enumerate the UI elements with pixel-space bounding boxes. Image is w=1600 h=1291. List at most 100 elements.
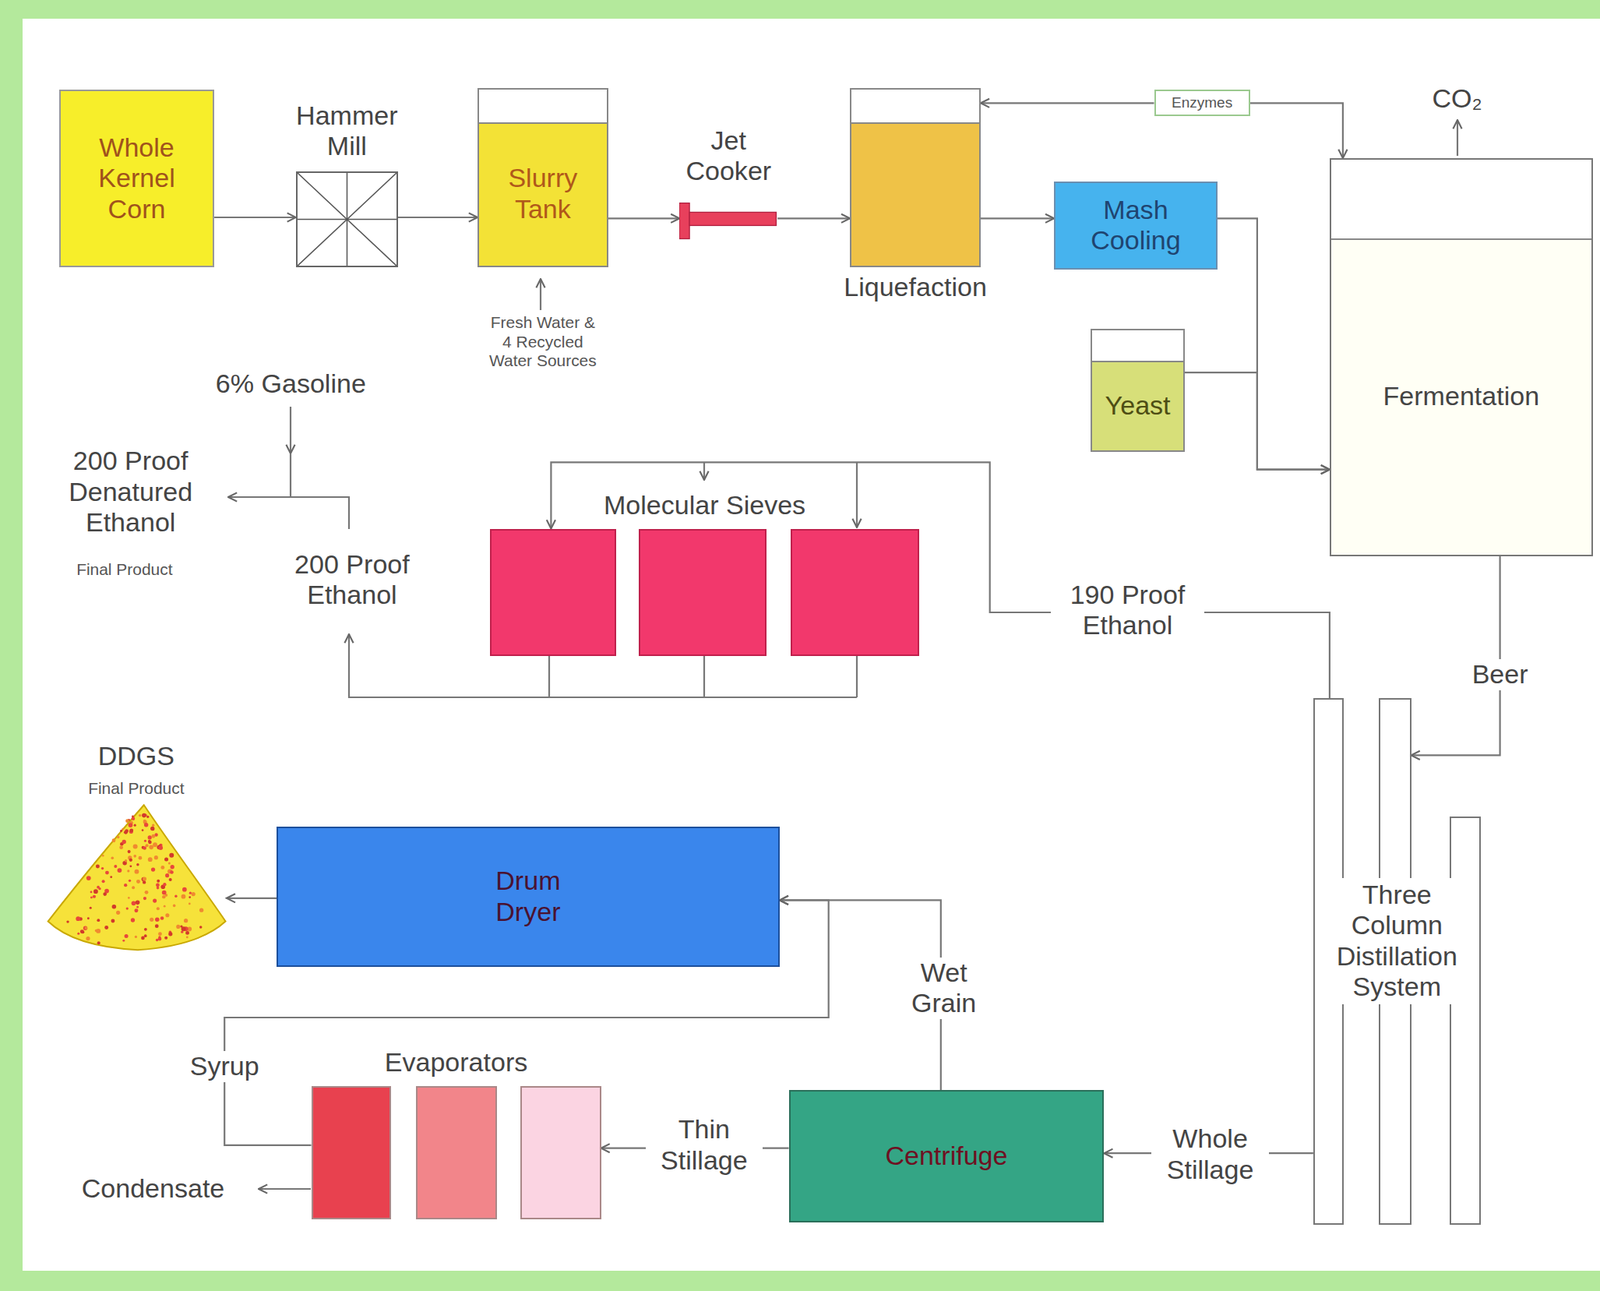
pile-speck bbox=[169, 870, 174, 875]
gasoline-arrow bbox=[289, 406, 292, 454]
pile-speck bbox=[156, 886, 160, 890]
pile-speck bbox=[155, 883, 160, 888]
water-inlet-arrow bbox=[539, 278, 542, 311]
pile-speck bbox=[131, 817, 135, 821]
mill-line bbox=[297, 172, 397, 266]
sieve-outlet-line bbox=[548, 655, 550, 698]
pile-speck bbox=[127, 849, 131, 853]
pile-speck bbox=[66, 920, 69, 924]
pile-speck bbox=[158, 845, 163, 851]
pile-speck bbox=[101, 866, 104, 870]
input-box: Whole Kernel Corn bbox=[59, 89, 215, 268]
condensate-arrow bbox=[258, 1187, 311, 1190]
pile-speck bbox=[84, 926, 88, 931]
pile-speck bbox=[140, 936, 145, 941]
pile-speck bbox=[119, 845, 124, 850]
annotation-label: 6% Gasoline bbox=[178, 368, 403, 400]
edge-label: 190 Proof Ethanol bbox=[1050, 579, 1204, 642]
node-label: Drum Dryer bbox=[476, 865, 579, 927]
gasoline-line bbox=[289, 453, 292, 497]
pile-speck bbox=[142, 881, 146, 885]
pile-speck bbox=[148, 857, 153, 863]
tank-box: Fermentation bbox=[1329, 158, 1593, 557]
pile-speck bbox=[180, 930, 184, 934]
pile-speck bbox=[129, 828, 134, 833]
pile-speck bbox=[144, 822, 149, 827]
pile-speck bbox=[125, 819, 130, 824]
pile-speck bbox=[148, 835, 152, 840]
pile-speck bbox=[148, 845, 154, 850]
mill-line bbox=[297, 218, 397, 221]
node-label: Molecular Sieves bbox=[535, 489, 873, 522]
flow-connector bbox=[1250, 102, 1343, 159]
flow-connector bbox=[398, 216, 478, 219]
pile-speck bbox=[116, 835, 120, 839]
pile-speck bbox=[80, 930, 85, 934]
pile-speck bbox=[86, 875, 92, 881]
pile-speck bbox=[133, 909, 138, 913]
pile-speck bbox=[104, 925, 109, 930]
annotation-label: 200 Proof Denatured Ethanol bbox=[46, 445, 215, 539]
pile-speck bbox=[90, 896, 93, 899]
pile-speck bbox=[146, 815, 149, 818]
pile-speck bbox=[126, 870, 130, 873]
node-label: Hammer Mill bbox=[280, 100, 413, 163]
tank-box: Yeast bbox=[1090, 328, 1185, 453]
pile-speck bbox=[83, 926, 88, 931]
pile-speck bbox=[129, 865, 132, 868]
pile-speck bbox=[95, 864, 100, 869]
sieve-vessel bbox=[638, 528, 767, 657]
node-label: DDGS bbox=[59, 740, 213, 772]
cooker-symbol-box: Jet Cooker bbox=[679, 200, 778, 240]
pile-speck bbox=[116, 910, 120, 915]
pile-speck bbox=[148, 840, 152, 844]
pile-speck bbox=[136, 905, 139, 909]
pile-speck bbox=[155, 917, 160, 923]
flow-connector bbox=[980, 217, 1054, 219]
pile-speck bbox=[190, 891, 195, 896]
edge-label: Beer bbox=[1459, 659, 1541, 691]
pile-speck bbox=[179, 925, 183, 928]
edge-label: Thin Stillage bbox=[645, 1113, 764, 1176]
pile-speck bbox=[113, 864, 117, 868]
pile-speck bbox=[152, 842, 158, 848]
pile-speck bbox=[165, 873, 170, 878]
pile-speck bbox=[165, 912, 170, 917]
sieve-outlet-line bbox=[703, 655, 705, 698]
node-label: Jet Cooker bbox=[673, 125, 783, 187]
pile-speck bbox=[160, 916, 165, 921]
column-group: Three Column Distillation System bbox=[1313, 697, 1481, 1225]
denatured-output-arrow bbox=[228, 496, 349, 529]
ddgs-pile bbox=[45, 800, 227, 952]
process-box: Mash Cooling bbox=[1053, 181, 1218, 270]
pile-speck bbox=[123, 883, 127, 887]
process-box: Centrifuge bbox=[789, 1089, 1105, 1223]
pile-speck bbox=[134, 935, 138, 938]
node-label: Slurry Tank bbox=[488, 162, 598, 225]
pile-speck bbox=[185, 930, 190, 935]
pile-speck bbox=[112, 838, 116, 843]
pile-speck bbox=[138, 814, 141, 817]
evaporator-group: Evaporators bbox=[311, 1085, 602, 1220]
evaporator-vessel bbox=[415, 1085, 497, 1220]
pile-speck bbox=[160, 865, 165, 870]
pile-speck bbox=[121, 839, 126, 844]
pile-speck bbox=[155, 938, 159, 942]
tank-box: Liquefaction bbox=[849, 88, 981, 268]
pile-speck bbox=[93, 889, 99, 895]
pile-speck bbox=[158, 932, 163, 937]
pile-speck bbox=[143, 896, 147, 900]
pile-speck bbox=[172, 904, 177, 908]
pile-speck bbox=[152, 898, 157, 903]
pile-speck bbox=[188, 895, 191, 899]
node-label: Evaporators bbox=[303, 1046, 610, 1079]
pile-speck bbox=[164, 936, 168, 940]
flow-connector bbox=[214, 216, 297, 219]
pile-speck bbox=[124, 933, 129, 938]
pile-speck bbox=[112, 904, 117, 910]
pile-speck bbox=[168, 932, 173, 937]
evaporator-vessel bbox=[520, 1085, 601, 1220]
pile-speck bbox=[144, 927, 148, 931]
pile-speck bbox=[136, 879, 141, 884]
pile-speck bbox=[95, 929, 98, 932]
